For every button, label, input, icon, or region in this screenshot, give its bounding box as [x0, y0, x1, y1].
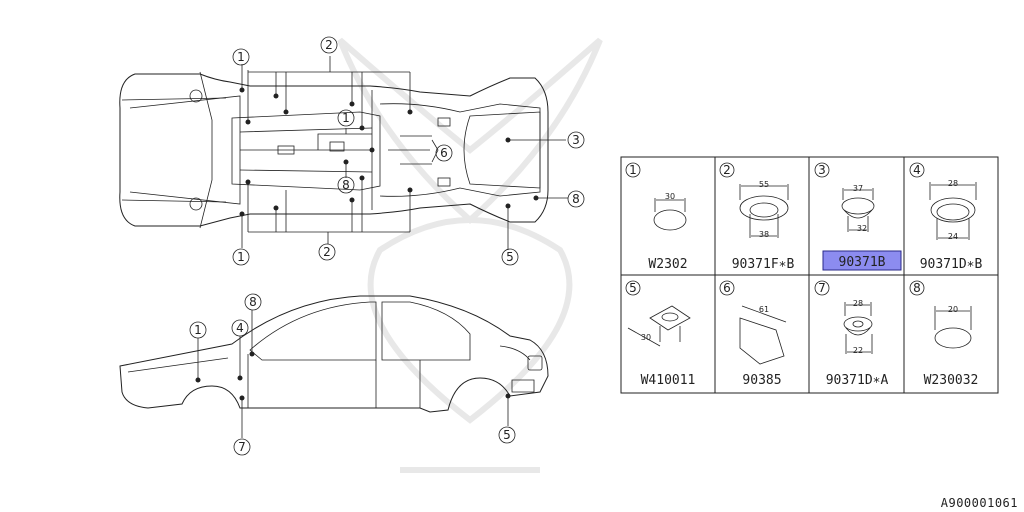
svg-text:1: 1	[237, 250, 245, 264]
callout-8-top: 8	[567, 190, 585, 208]
svg-text:28: 28	[948, 179, 958, 188]
svg-text:5: 5	[506, 250, 514, 264]
svg-text:8: 8	[572, 192, 580, 206]
svg-text:3: 3	[818, 163, 826, 177]
svg-text:6: 6	[440, 146, 448, 160]
svg-text:3: 3	[572, 133, 580, 147]
table-cell-7[interactable]: 7 28 22 90371D∗A	[814, 280, 889, 388]
callout-3-top: 3	[567, 131, 585, 149]
svg-text:30: 30	[665, 192, 675, 201]
svg-text:8: 8	[913, 281, 921, 295]
watermark-emblem	[337, 37, 603, 473]
svg-text:7: 7	[818, 281, 826, 295]
svg-text:4: 4	[236, 321, 244, 335]
svg-text:2: 2	[723, 163, 731, 177]
svg-text:55: 55	[759, 180, 769, 189]
svg-text:8: 8	[342, 178, 350, 192]
svg-text:1: 1	[237, 50, 245, 64]
svg-text:2: 2	[325, 38, 333, 52]
svg-text:1: 1	[342, 111, 350, 125]
table-cell-2[interactable]: 2 55 38 90371F∗B	[719, 162, 795, 272]
svg-text:37: 37	[853, 184, 863, 193]
svg-text:8: 8	[249, 295, 257, 309]
callout-7-side: 7	[233, 438, 251, 456]
callout-4-side: 4	[231, 319, 249, 337]
svg-text:1: 1	[629, 163, 637, 177]
body-side-view	[119, 295, 549, 438]
svg-text:61: 61	[759, 305, 769, 314]
svg-text:90385: 90385	[742, 373, 781, 388]
svg-text:1: 1	[194, 323, 202, 337]
svg-text:90371D∗B: 90371D∗B	[920, 257, 983, 272]
highlight-box	[822, 250, 902, 271]
table-cell-4[interactable]: 4 28 24 90371D∗B	[909, 162, 983, 272]
table-cell-6[interactable]: 6 61 90385	[719, 280, 787, 388]
callout-5-side: 5	[498, 426, 516, 444]
callout-8-side: 8	[244, 293, 262, 311]
callout-5-top: 5	[501, 248, 519, 266]
svg-text:22: 22	[853, 346, 863, 355]
svg-text:W2302: W2302	[648, 257, 687, 272]
callout-2-bottom: 2	[318, 243, 336, 261]
callout-1-center: 1	[337, 109, 355, 127]
svg-text:24: 24	[948, 232, 958, 241]
table-cell-3[interactable]: 3 37 32 90371B	[814, 162, 902, 271]
callout-1-side: 1	[189, 321, 207, 339]
svg-text:2: 2	[323, 245, 331, 259]
svg-text:38: 38	[759, 230, 769, 239]
callout-8-center: 8	[337, 176, 355, 194]
svg-text:20: 20	[948, 305, 958, 314]
table-cell-1[interactable]: 1 30 W2302	[625, 162, 688, 272]
svg-text:7: 7	[238, 440, 246, 454]
underbody-top-view	[119, 56, 568, 250]
svg-text:W230032: W230032	[924, 373, 979, 388]
callout-1-top: 1	[232, 48, 250, 66]
svg-text:6: 6	[723, 281, 731, 295]
table-cell-5[interactable]: 5 30 W410011	[625, 280, 696, 388]
svg-text:90371F∗B: 90371F∗B	[732, 257, 795, 272]
parts-table	[620, 156, 999, 394]
svg-text:5: 5	[629, 281, 637, 295]
table-cell-8[interactable]: 8 20 W230032	[909, 280, 979, 388]
svg-text:90371B: 90371B	[839, 255, 886, 270]
document-id: A900001061	[940, 496, 1018, 510]
svg-text:30: 30	[641, 333, 651, 342]
callout-1-bottom: 1	[232, 248, 250, 266]
svg-text:4: 4	[913, 163, 921, 177]
svg-text:28: 28	[853, 299, 863, 308]
callout-6-top: 6	[435, 144, 453, 162]
callout-2-top: 2	[320, 36, 338, 54]
svg-text:W410011: W410011	[641, 373, 696, 388]
svg-text:32: 32	[857, 224, 867, 233]
svg-text:5: 5	[503, 428, 511, 442]
svg-text:90371D∗A: 90371D∗A	[826, 373, 889, 388]
